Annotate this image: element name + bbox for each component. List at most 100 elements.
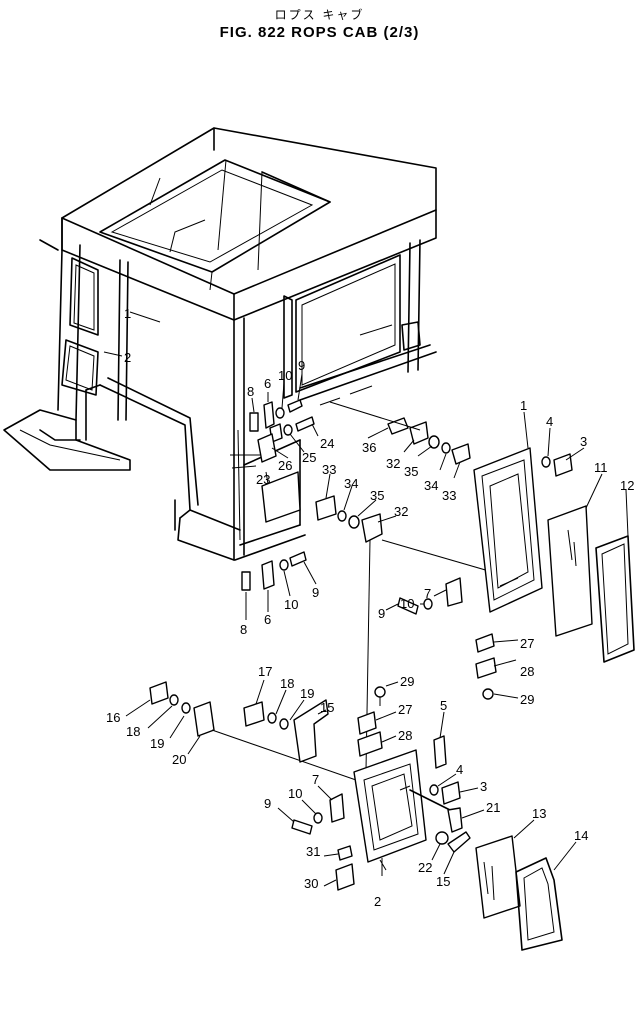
callout: 4 — [546, 414, 553, 429]
callout: 27 — [398, 702, 412, 717]
callout-labels: 1 2 8 6 10 9 24 25 26 23 36 32 35 34 33 … — [106, 306, 634, 909]
washer-4-lower — [429, 784, 439, 796]
callout: 10 — [288, 786, 302, 801]
door-frame-1 — [473, 447, 543, 613]
callout: 10 — [278, 368, 292, 383]
callout: 22 — [418, 860, 432, 875]
weatherstrip-14 — [515, 857, 563, 951]
callout: 28 — [520, 664, 534, 679]
callout: 7 — [424, 586, 431, 601]
bolt-9-lower — [289, 551, 307, 567]
callout: 18 — [280, 676, 294, 691]
latch-rod-21 — [409, 789, 451, 811]
washer-34-upper — [441, 442, 451, 454]
callout: 16 — [106, 710, 120, 725]
callout: 5 — [440, 698, 447, 713]
bracket-20 — [193, 701, 215, 737]
glass-11 — [547, 505, 593, 637]
callout: 24 — [320, 436, 334, 451]
callout: 19 — [150, 736, 164, 751]
nut-31 — [337, 845, 353, 861]
callout: 25 — [302, 450, 316, 465]
glass-13 — [475, 835, 521, 919]
callout: 7 — [312, 772, 319, 787]
callout: 10 — [400, 596, 414, 611]
callout: 9 — [312, 585, 319, 600]
bolt-33-middle — [315, 495, 337, 521]
leader-lines-upper — [103, 311, 319, 485]
hinge-15-upper — [293, 699, 329, 763]
bracket-28-lower — [357, 731, 383, 757]
washer-10-upper — [275, 407, 285, 419]
upper-hinge-group — [249, 399, 315, 463]
callout: 32 — [394, 504, 408, 519]
washer-34-middle — [337, 510, 347, 522]
callout: 11 — [594, 460, 608, 475]
washer-10-lower-door — [313, 812, 323, 824]
figure-header: ロプス キャブ FIG. 822 ROPS CAB (2/3) — [0, 8, 639, 42]
bolt-9-upper — [287, 399, 303, 413]
callout: 35 — [404, 464, 418, 479]
bracket-28-upper — [475, 657, 497, 679]
callout: 20 — [172, 752, 186, 767]
callout: 3 — [580, 434, 587, 449]
bolt-17 — [243, 701, 265, 727]
lower-door-assembly — [125, 679, 577, 951]
bolt-9-lower-door — [291, 819, 313, 835]
callout: 3 — [480, 779, 487, 794]
callout: 17 — [258, 664, 272, 679]
washer-19-right — [279, 718, 289, 730]
callout: 14 — [574, 828, 588, 843]
catch-32-upper — [409, 421, 429, 445]
striker-27-lower — [357, 711, 377, 735]
bracket-5 — [433, 735, 447, 769]
washer-35-middle — [348, 515, 360, 529]
callout: 36 — [362, 440, 376, 455]
callout: 2 — [374, 894, 381, 909]
callout: 29 — [520, 692, 534, 707]
catch-32-middle — [361, 513, 383, 543]
bolt-16 — [149, 681, 169, 705]
callout: 27 — [520, 636, 534, 651]
callout: 8 — [240, 622, 247, 637]
callout: 9 — [264, 796, 271, 811]
latch-group-upper — [329, 401, 471, 479]
right-door-assembly — [385, 411, 635, 700]
callout: 18 — [126, 724, 140, 739]
striker-27-upper — [475, 633, 495, 653]
plate-26 — [257, 433, 277, 463]
washer-22 — [435, 831, 449, 845]
striker-36 — [387, 417, 409, 435]
hinge-7-lower — [329, 793, 345, 823]
washer-4-upper — [541, 456, 551, 468]
screw-29-upper — [482, 688, 494, 700]
callout: 33 — [442, 488, 456, 503]
washer-10-lower — [279, 559, 289, 571]
callout: 23 — [256, 472, 270, 487]
screw-29-lower — [374, 686, 386, 698]
bolt-24 — [295, 416, 315, 432]
callout: 6 — [264, 612, 271, 627]
hinge-6-lower — [261, 560, 275, 590]
bolt-33-upper — [451, 443, 471, 465]
lower-hinge-group — [241, 551, 317, 620]
callout: 4 — [456, 762, 463, 777]
weatherstrip-12 — [595, 535, 635, 663]
washer-18-left — [169, 694, 179, 706]
handle-15-lower — [447, 831, 471, 853]
callout: 34 — [424, 478, 438, 493]
callout: 8 — [247, 384, 254, 399]
callout: 10 — [284, 597, 298, 612]
bracket-8-lower — [241, 571, 251, 591]
callout: 32 — [386, 456, 400, 471]
callout: 35 — [370, 488, 384, 503]
hinge-6-upper — [263, 401, 275, 429]
callout: 9 — [378, 606, 385, 621]
callout: 15 — [320, 700, 334, 715]
washer-35-upper — [428, 435, 440, 449]
callout: 2 — [124, 350, 131, 365]
callout: 9 — [298, 358, 305, 373]
callout: 1 — [124, 306, 131, 321]
washer-18-right — [267, 712, 277, 724]
